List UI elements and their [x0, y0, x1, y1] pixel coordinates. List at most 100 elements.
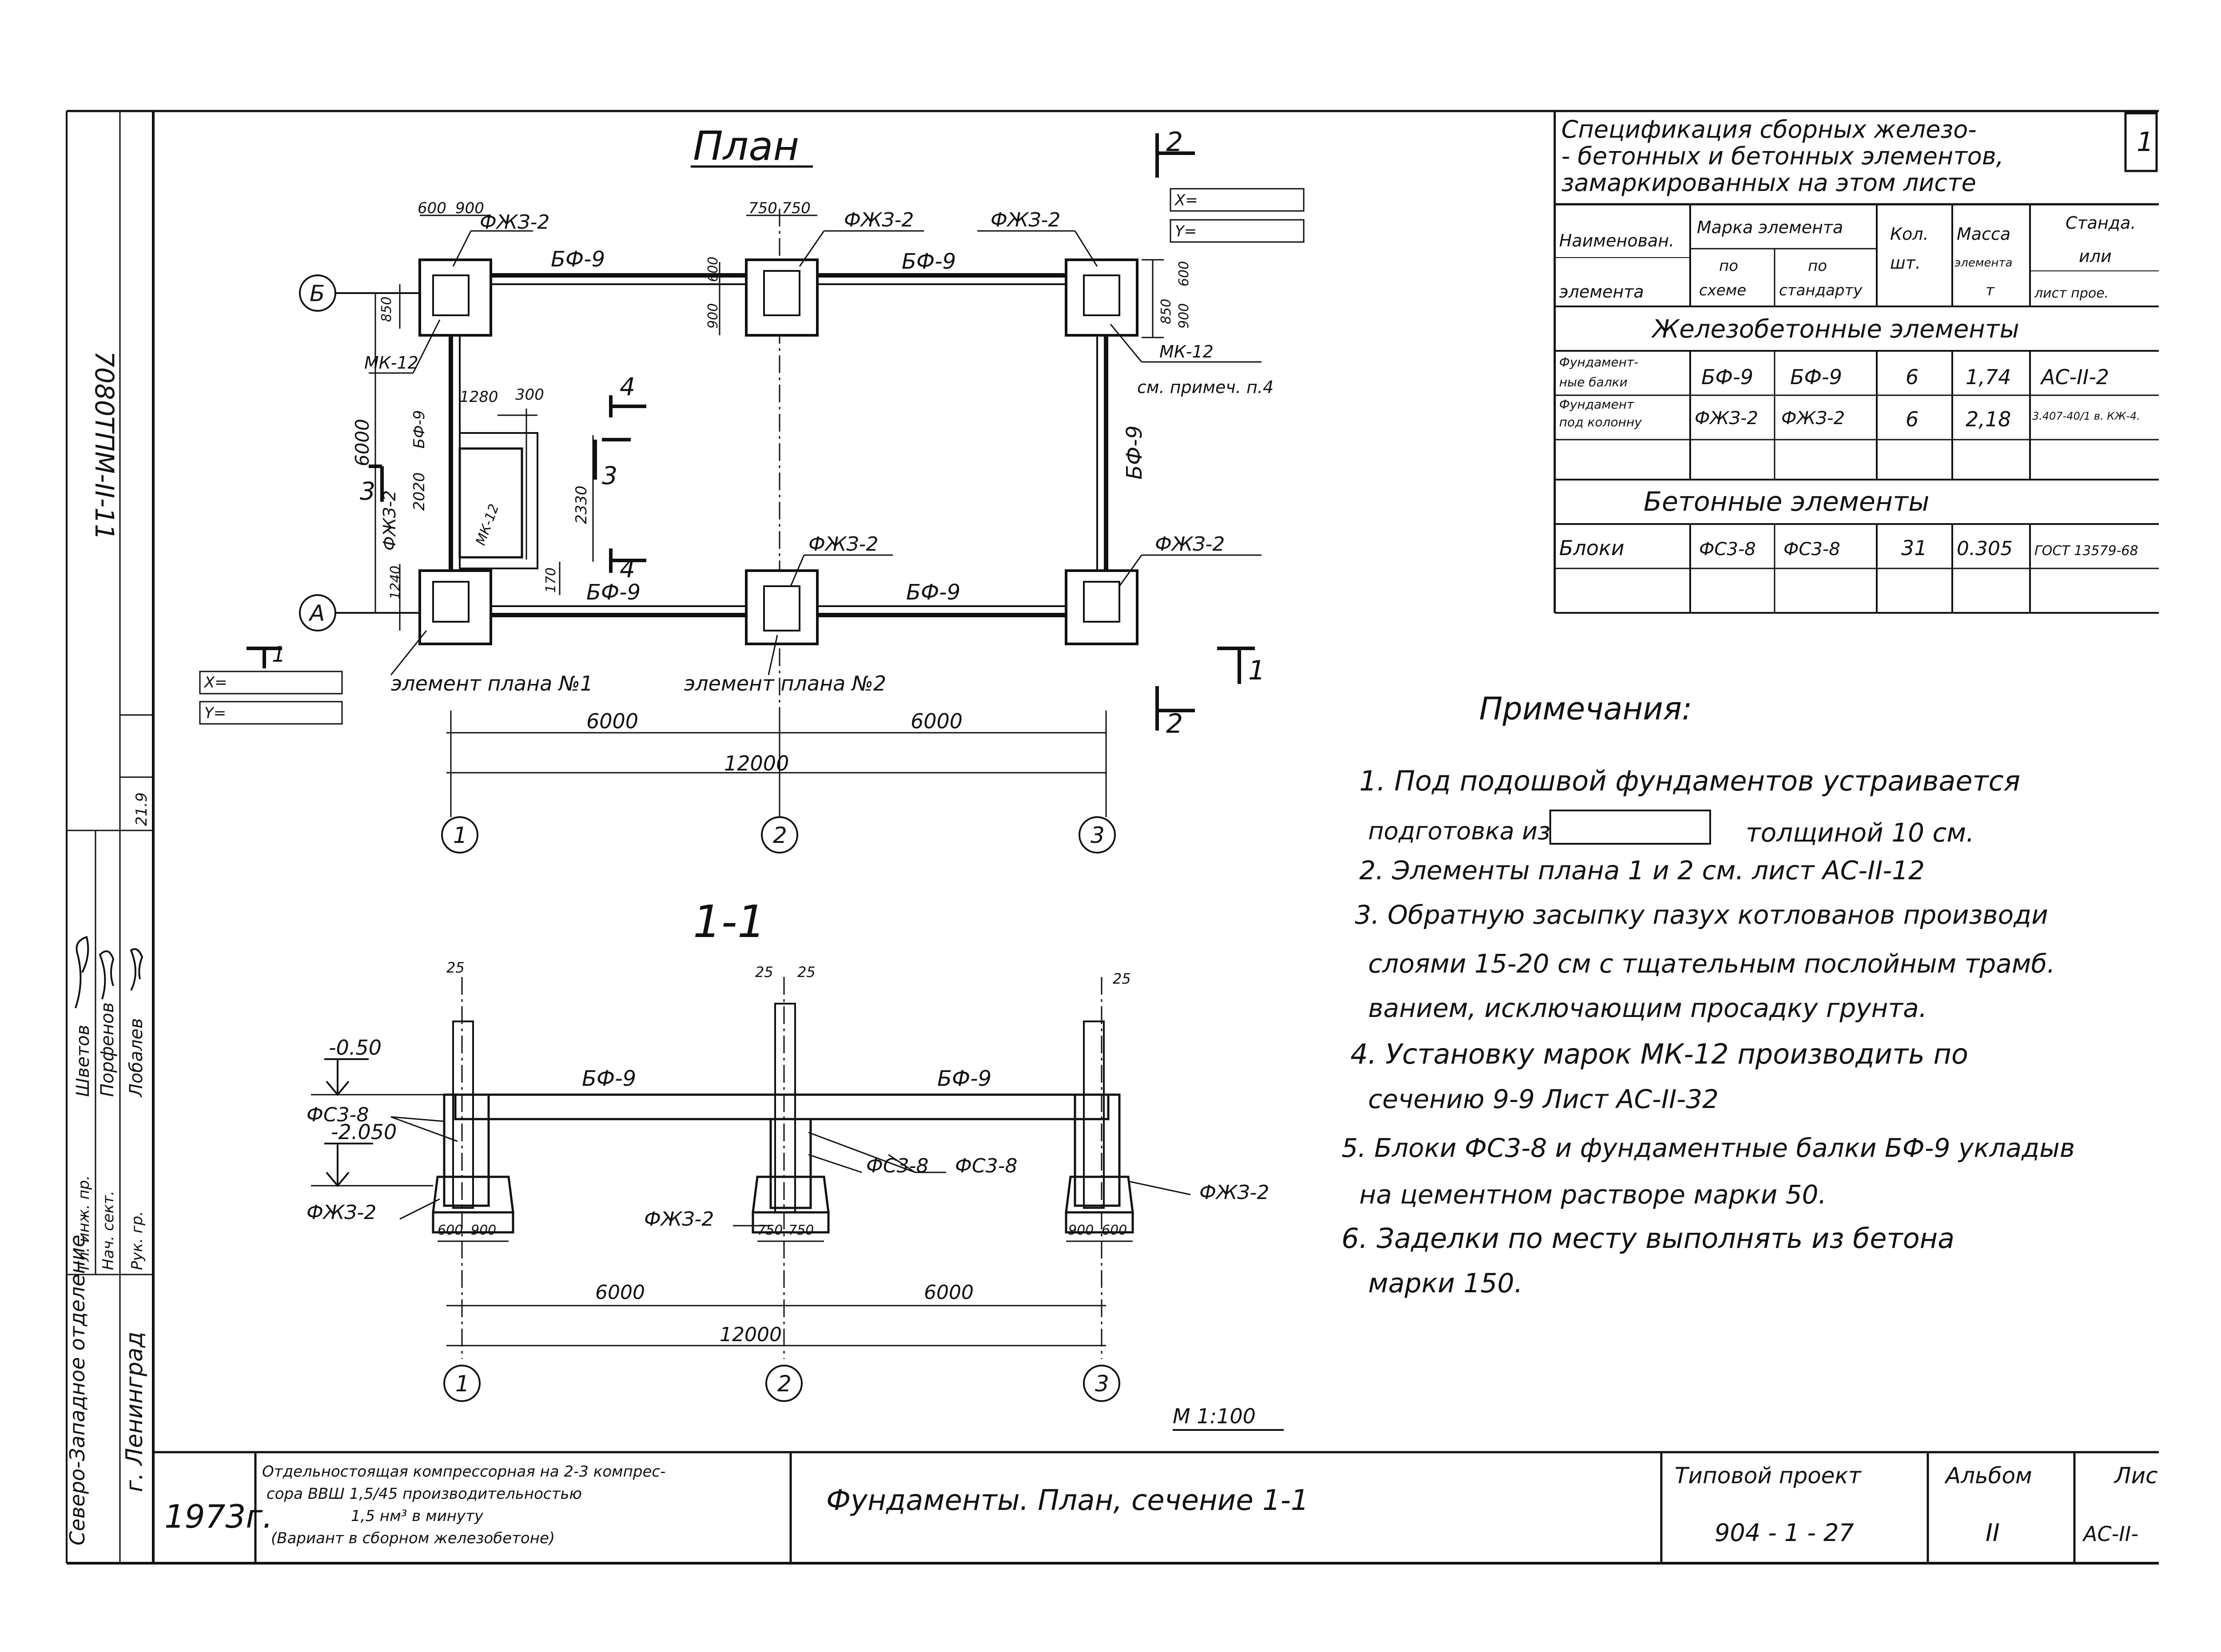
fzh-label-section-mid: ФЖЗ-2: [644, 1208, 714, 1231]
section-mark-4-top: 4: [620, 373, 635, 401]
material-blank-box: [1549, 810, 1711, 845]
dim-850a: 850: [379, 297, 394, 322]
sec-dim-25a: 25: [446, 959, 465, 976]
fzh-label-section-left: ФЖЗ-2: [306, 1201, 376, 1224]
row2-mark-std: ФЖЗ-2: [1781, 408, 1845, 429]
section-axis-2: 2: [777, 1371, 792, 1397]
sheet-label: Лис: [2114, 1463, 2158, 1489]
coord-y-top: Y=: [1175, 222, 1197, 240]
hdr-std-1: Станда.: [2066, 213, 2136, 233]
dim-6000-vertical: 6000: [351, 419, 373, 466]
hdr-mark: Марка элемента: [1697, 218, 1843, 237]
bf-label-section-right: БФ-9: [937, 1066, 991, 1091]
dim-2330: 2330: [573, 485, 590, 524]
dim-900c: 900: [1176, 303, 1192, 329]
note-line-5: слоями 15-20 см с тщательным послойным т…: [1368, 949, 2055, 979]
sec-dim-750a: 750: [757, 1223, 783, 1238]
spec-title-3: замаркированных на этом листе: [1561, 169, 1976, 197]
coord-y-left: Y=: [204, 704, 226, 722]
mk-label-left: МК-12: [364, 353, 418, 373]
bf-label-section-left: БФ-9: [582, 1066, 636, 1091]
signature-2: [99, 950, 115, 1000]
plan-section-marks: [247, 133, 1255, 731]
plan-text: ФЖЗ-2 ФЖЗ-2 ФЖЗ-2 БФ-9 БФ-9 БФ-9 БФ-9 БФ…: [364, 209, 1274, 695]
hdr-qty-2: шт.: [1890, 253, 1921, 273]
row3-std: ГОСТ 13579-68: [2034, 543, 2138, 559]
dim-2020: 2020: [410, 472, 428, 511]
note-line-3: 2. Элементы плана 1 и 2 см. лист АС-II-1…: [1359, 855, 1925, 886]
hdr-mark-scheme-2: схеме: [1699, 282, 1746, 299]
dim-170: 170: [543, 568, 559, 593]
row1-mark-std: БФ-9: [1790, 365, 1842, 389]
section-mark-2-top: 2: [1166, 127, 1183, 158]
plan-title: План: [693, 123, 799, 170]
notes-block: Примечания: 1. Под подошвой фундаментов …: [1341, 691, 2075, 1299]
sec-dim-25c: 25: [797, 964, 816, 981]
level-minus-2050: -2.050: [331, 1120, 397, 1144]
row2-std: 3.407-40/1 в. КЖ-4.: [2032, 410, 2140, 422]
sec-dim-6000a: 6000: [595, 1281, 645, 1304]
spec-table: [1553, 111, 2159, 614]
fs-label-mid: ФС3-8: [866, 1155, 928, 1177]
note-line-6: ванием, исключающим просадку грунта.: [1368, 993, 1927, 1023]
typical-project-label: Типовой проект: [1675, 1463, 1862, 1489]
section-mark-1-right: 1: [1248, 655, 1265, 686]
sheet-frame: [66, 110, 2159, 1565]
hdr-std-2: или: [2079, 246, 2112, 266]
project-desc-3: 1,5 нм³ в минуту: [351, 1507, 484, 1525]
project-desc-2: сора ВВШ 1,5/45 производительностью: [267, 1485, 582, 1503]
axis-letter-b: Б: [310, 281, 325, 306]
section-mark-3-left: 3: [360, 477, 375, 505]
section-axis-1: 1: [455, 1371, 470, 1397]
hdr-mass-2: элемента: [1954, 256, 2013, 270]
bf-label-top-right: БФ-9: [902, 249, 956, 274]
left-org: Северо-Западное отделение: [65, 1235, 89, 1545]
plan-view: План: [199, 123, 1305, 854]
note-line-2a: подготовка из: [1368, 817, 1550, 845]
dim-6000b: 6000: [911, 709, 963, 733]
sec-dim-900: 900: [471, 1223, 496, 1238]
section-axis-3: 3: [1095, 1371, 1109, 1397]
hdr-mark-std-1: по: [1808, 257, 1827, 275]
signature-3: [130, 948, 143, 991]
note-line-2b: толщиной 10 см.: [1746, 818, 1974, 848]
fzh-label-top-mid: ФЖЗ-2: [844, 209, 914, 231]
note-line-12: марки 150.: [1368, 1268, 1523, 1299]
left-role-3: Рук. гр.: [128, 1211, 146, 1270]
hdr-name-2: элемента: [1559, 282, 1644, 302]
left-role-2: Нач. сект.: [100, 1191, 117, 1270]
sec-dim-25d: 25: [1113, 970, 1131, 987]
row2-name-2: под колонну: [1559, 415, 1642, 429]
left-name-3: Лобалев: [126, 1018, 147, 1098]
dim-850b: 850: [1158, 299, 1174, 324]
fzh-label-mid-bottom: ФЖЗ-2: [808, 533, 878, 556]
plan-foundations: [418, 258, 1138, 645]
hdr-mass-1: Масса: [1957, 224, 2010, 244]
dim-900b: 900: [705, 303, 721, 329]
bf-label-bottom-left: БФ-9: [586, 580, 641, 605]
section-mark-4-bottom: 4: [620, 555, 635, 583]
note-line-1: 1. Под подошвой фундаментов устраивается: [1359, 765, 2020, 797]
dim-12000: 12000: [724, 751, 789, 775]
note-line-8: сечению 9-9 Лист АС-II-32: [1368, 1084, 1719, 1114]
hdr-qty-1: Кол.: [1890, 224, 1929, 244]
scale-label: М 1:100: [1173, 1404, 1256, 1428]
dim-600a: 600: [418, 199, 446, 217]
left-name-1: Шветов: [73, 1025, 93, 1097]
section-title: 1-1: [693, 896, 765, 948]
level-minus-050: -0.50: [329, 1036, 382, 1060]
project-desc-4: (Вариант в сборном железобетоне): [271, 1529, 555, 1547]
note-line-11: 6. Заделки по месту выполнять из бетона: [1341, 1222, 1954, 1255]
sec-dim-25b: 25: [755, 964, 773, 981]
dim-750a: 750: [748, 199, 777, 217]
plan-leaders: [369, 230, 1262, 675]
sec-dim-6000b: 6000: [924, 1281, 974, 1304]
dim-1240: 1240: [388, 566, 403, 600]
note-line-4: 3. Обратную засыпку пазух котлованов про…: [1355, 900, 2048, 930]
year: 1973г.: [164, 1498, 273, 1535]
section-levels: [311, 1058, 444, 1187]
bf-label-left-vertical: БФ-9: [410, 410, 428, 449]
section-mark-2-bottom: 2: [1166, 708, 1183, 739]
section-view: 1-1: [306, 896, 1284, 1431]
